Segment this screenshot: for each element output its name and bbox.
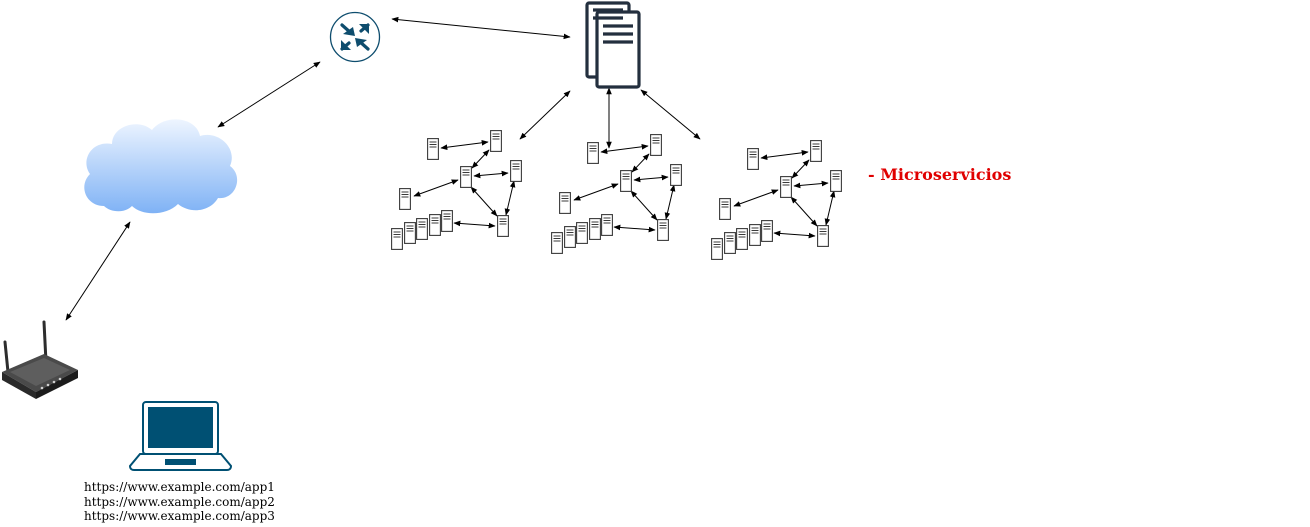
microservice-link <box>470 186 498 217</box>
small-server-icon <box>817 225 829 247</box>
microservice-link <box>791 159 810 179</box>
microservice-link <box>631 153 650 173</box>
url-app1: https://www.example.com/app1 <box>84 480 275 494</box>
small-server-icon <box>551 232 563 254</box>
microservice-link <box>773 230 816 239</box>
url-app3: https://www.example.com/app3 <box>84 509 275 523</box>
link-cloud-router <box>217 61 321 128</box>
small-server-icon <box>711 238 723 260</box>
small-server-icon <box>780 176 792 198</box>
microservice-link <box>471 149 490 169</box>
small-server-icon <box>657 219 669 241</box>
link-router-server <box>391 16 571 40</box>
microservice-link <box>504 180 516 216</box>
microservice-link <box>824 190 836 226</box>
microservice-link <box>633 174 669 183</box>
small-server-icon <box>404 222 416 244</box>
small-server-icon <box>589 218 601 240</box>
microservices-label: - Microservicios <box>868 165 1012 184</box>
microservice-link <box>630 190 658 221</box>
microservice-link <box>793 180 829 189</box>
small-server-icon <box>441 210 453 232</box>
main-connections <box>65 16 701 321</box>
microservice-link <box>760 150 809 160</box>
small-server-icon <box>830 170 842 192</box>
microservice-link <box>664 184 676 220</box>
small-server-icon <box>650 134 662 156</box>
wifi-router-icon <box>2 320 78 399</box>
small-server-icon <box>391 228 403 250</box>
small-server-icon <box>601 214 613 236</box>
microservice-link <box>413 179 459 197</box>
small-server-icon <box>416 218 428 240</box>
microservice-link <box>733 189 779 207</box>
small-server-icon <box>724 232 736 254</box>
microservice-link <box>790 196 818 227</box>
router-icon <box>329 11 381 63</box>
small-server-icon <box>399 188 411 210</box>
small-server-icon <box>497 215 509 237</box>
small-server-icon <box>490 130 502 152</box>
small-server-icon <box>559 192 571 214</box>
cloud-icon <box>84 119 238 214</box>
small-server-icon <box>510 160 522 182</box>
small-server-icon <box>587 142 599 164</box>
microservice-link <box>453 220 496 229</box>
small-server-icon <box>719 198 731 220</box>
small-server-icon <box>460 166 472 188</box>
small-server-icon <box>749 224 761 246</box>
small-server-icon <box>576 222 588 244</box>
link-server-cluster-1 <box>519 90 571 140</box>
microservice-link <box>613 224 656 233</box>
small-server-icon <box>761 220 773 242</box>
microservice-link <box>600 144 649 154</box>
microservice-cluster <box>391 130 522 250</box>
small-server-icon <box>670 164 682 186</box>
small-server-icon <box>810 140 822 162</box>
server-rack-icon <box>585 1 641 89</box>
small-server-icon <box>736 228 748 250</box>
small-server-icon <box>564 226 576 248</box>
microservice-cluster <box>711 140 842 260</box>
microservice-cluster <box>551 134 682 254</box>
microservice-clusters <box>391 130 842 260</box>
url-app2: https://www.example.com/app2 <box>84 494 275 509</box>
microservice-link <box>473 170 509 179</box>
laptop-icon <box>128 401 233 471</box>
link-server-cluster-3 <box>640 89 701 140</box>
small-server-icon <box>620 170 632 192</box>
small-server-icon <box>427 138 439 160</box>
small-server-icon <box>747 148 759 170</box>
client-url-list: https://www.example.com/app1 https://www… <box>84 480 284 524</box>
microservice-link <box>440 140 489 150</box>
link-wifi-cloud <box>65 221 131 321</box>
microservice-link <box>573 183 619 201</box>
small-server-icon <box>429 214 441 236</box>
